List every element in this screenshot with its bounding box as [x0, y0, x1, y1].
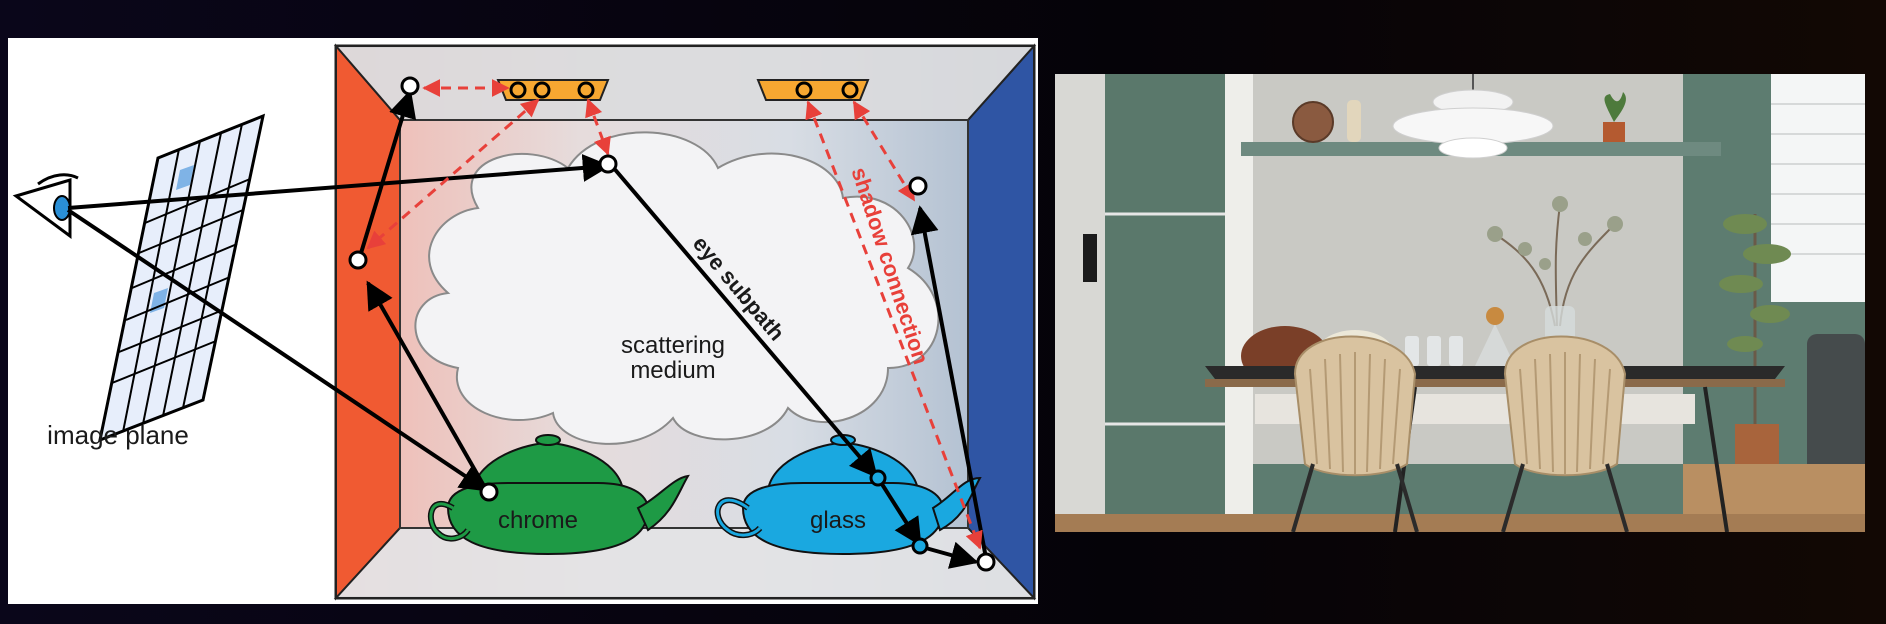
chair-left	[1291, 335, 1419, 532]
path-tracing-diagram: scattering medium	[8, 38, 1038, 604]
image-plane-label: image plane	[47, 420, 189, 450]
image-plane-grid	[97, 113, 266, 443]
door-handle	[1083, 234, 1097, 282]
light-source-left	[496, 79, 610, 101]
path-vertices	[348, 76, 996, 572]
chrome-label: chrome	[498, 507, 578, 534]
chair-right	[1501, 335, 1629, 532]
diagram-svg: scattering medium	[12, 43, 1037, 601]
eye-icon	[12, 173, 79, 239]
light-source-right	[756, 79, 870, 101]
shadow-connection-arrows	[366, 79, 983, 550]
scattering-label: scattering	[621, 332, 725, 359]
chrome-teapot: chrome	[428, 434, 690, 556]
pendant-lamp	[1438, 137, 1508, 159]
glass-vertices	[869, 469, 929, 555]
medium-label: medium	[630, 357, 715, 384]
photo-svg	[1055, 74, 1865, 532]
dining-room-photo	[1055, 74, 1865, 532]
window	[1771, 74, 1865, 302]
ceiling	[333, 45, 1037, 121]
glass-label: glass	[810, 507, 866, 534]
dining-table	[1205, 366, 1785, 379]
